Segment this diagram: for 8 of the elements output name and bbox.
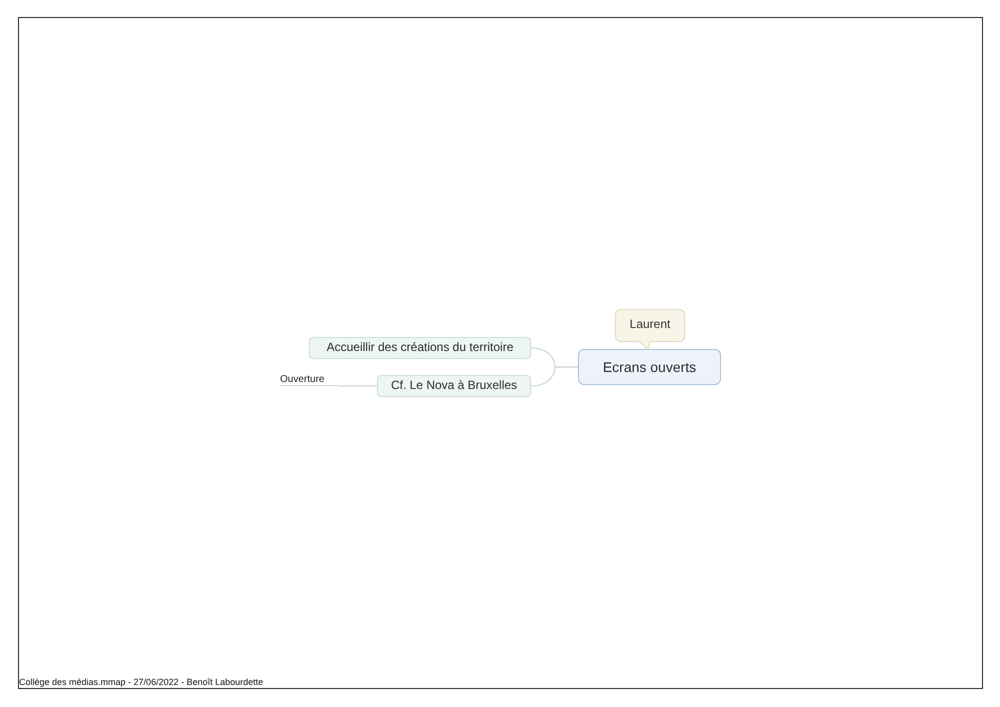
connector-line	[338, 385, 377, 387]
subtopic-box: Cf. Le Nova à Bruxelles	[377, 375, 531, 397]
floating-topic-text: Ouverture	[280, 372, 338, 386]
footer-caption: Collège des médias.mmap - 27/06/2022 - Benoît Labourdette	[19, 677, 264, 688]
callout-bubble: Laurent	[615, 309, 685, 350]
central-topic-box: Ecrans ouverts	[578, 349, 721, 385]
subtopic-box: Accueillir des créations du territoire	[309, 337, 531, 359]
connector-line	[530, 366, 578, 387]
